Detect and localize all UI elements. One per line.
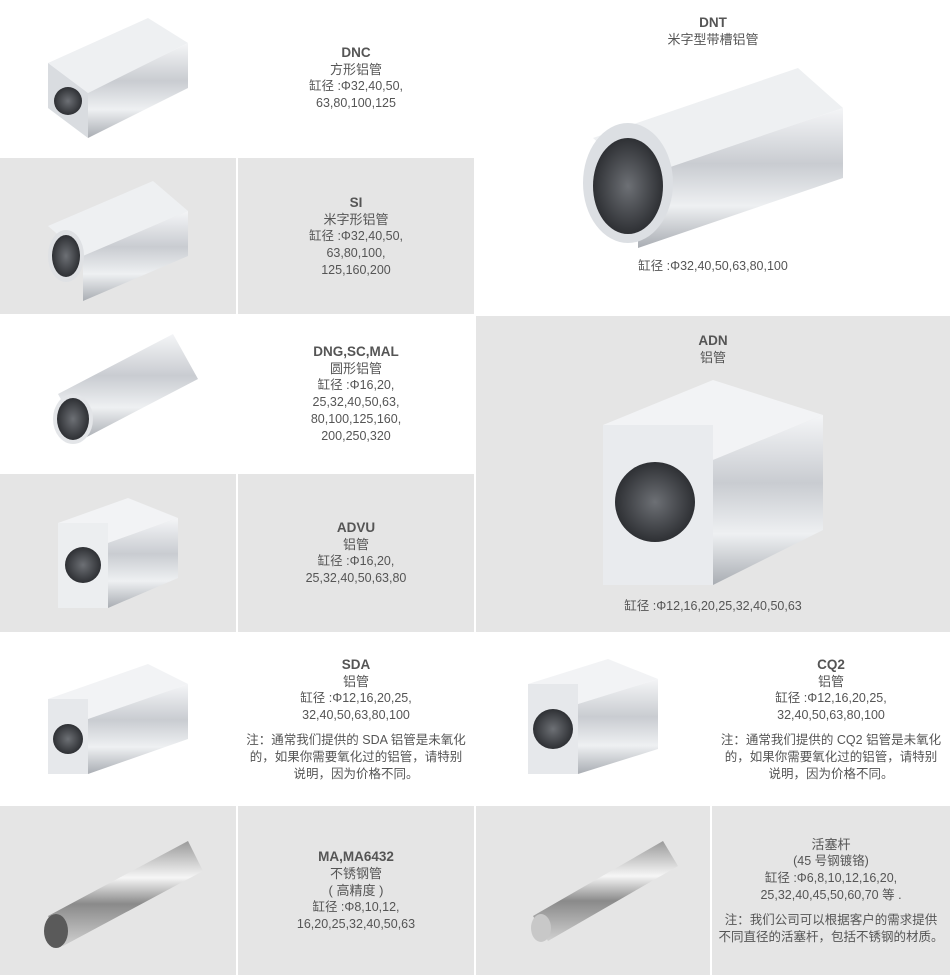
product-name: SDA bbox=[341, 656, 371, 672]
note-line: 的，如果你需要氧化过的铝管，请特别 bbox=[249, 749, 463, 764]
si-image bbox=[0, 158, 236, 314]
dnc-image bbox=[0, 0, 236, 156]
product-name: ADVU bbox=[336, 520, 376, 535]
note-line: 的，如果你需要氧化过的铝管，请特别 bbox=[724, 749, 938, 764]
bore-line: 缸径 :Φ32,40,50,63,80,100 bbox=[638, 259, 788, 273]
note-line: 说明，因为价格不同。 bbox=[293, 766, 419, 781]
product-name: SI bbox=[349, 194, 363, 210]
bore-line: 缸径 :Φ6,8,10,12,16,20, bbox=[764, 870, 898, 885]
note-line: 注：通常我们提供的 CQ2 铝管是未氧化 bbox=[720, 732, 942, 747]
sda-info: SDA 铝管 缸径 :Φ12,16,20,25, 32,40,50,63,80,… bbox=[238, 634, 474, 804]
bore-line: 32,40,50,63,80,100 bbox=[302, 707, 410, 722]
product-name: CQ2 bbox=[817, 656, 845, 672]
product-subtitle: (45 号钢镀铬) bbox=[793, 853, 869, 868]
bore-line: 缸径 :Φ16,20, bbox=[317, 554, 395, 568]
bore-line: 缸径 :Φ8,10,12, bbox=[312, 900, 400, 914]
cq2-image bbox=[476, 634, 710, 804]
rod-info: 活塞杆 (45 号钢镀铬) 缸径 :Φ6,8,10,12,16,20, 25,3… bbox=[712, 806, 950, 975]
adn-info: ADN 铝管 缸径 :Φ12,16,20,25,32,40,50,63 bbox=[476, 316, 950, 632]
bore-line: 25,32,40,45,50,60,70 等 . bbox=[760, 887, 902, 902]
note: 注：我们公司可以根据客户的需求提供 不同直径的活塞杆，包括不锈钢的材质。 bbox=[718, 912, 943, 946]
product-name: DNG,SC,MAL bbox=[313, 344, 399, 359]
product-type: 铝管 bbox=[342, 673, 369, 689]
bore-line: 缸径 :Φ16,20, bbox=[317, 378, 395, 392]
note-line: 说明，因为价格不同。 bbox=[768, 766, 894, 781]
bore-line: 125,160,200 bbox=[321, 262, 391, 277]
product-name: DNT bbox=[699, 15, 727, 30]
dnt-info: DNT 米字型带槽铝管 缸径 :Φ32,40,50,63,80,100 bbox=[476, 0, 950, 314]
product-type: 不锈钢管 bbox=[329, 866, 382, 881]
note: 注：通常我们提供的 SDA 铝管是未氧化 的，如果你需要氧化过的铝管，请特别 说… bbox=[246, 732, 465, 783]
product-type: 铝管 bbox=[342, 537, 369, 552]
sda-image bbox=[0, 634, 236, 804]
bore-line: 80,100,125,160, bbox=[310, 412, 402, 426]
bore-line: 63,80,100, bbox=[326, 245, 386, 260]
bore-line: 缸径 :Φ32,40,50, bbox=[308, 79, 404, 93]
bore-line: 32,40,50,63,80,100 bbox=[777, 707, 885, 722]
dng-image bbox=[0, 316, 236, 472]
rod-image bbox=[476, 806, 710, 975]
product-type: 铝管 bbox=[817, 673, 844, 689]
bore-line: 25,32,40,50,63,80 bbox=[305, 571, 407, 585]
bore-line: 缸径 :Φ12,16,20,25, bbox=[300, 690, 412, 705]
product-type: 米字形铝管 bbox=[323, 211, 389, 227]
dnt-image bbox=[583, 68, 843, 248]
product-type: 米字型带槽铝管 bbox=[667, 32, 759, 47]
adn-image bbox=[603, 380, 823, 585]
bore-line: 缸径 :Φ12,16,20,25,32,40,50,63 bbox=[624, 599, 802, 613]
product-name: MA,MA6432 bbox=[318, 849, 394, 864]
product-type: 方形铝管 bbox=[329, 62, 382, 77]
note-line: 不同直径的活塞杆，包括不锈钢的材质。 bbox=[718, 929, 944, 944]
note-line: 注：我们公司可以根据客户的需求提供 bbox=[724, 912, 938, 927]
bore-line: 63,80,100,125 bbox=[316, 96, 396, 110]
bore-line: 缸径 :Φ12,16,20,25, bbox=[775, 690, 887, 705]
bore-line: 200,250,320 bbox=[321, 429, 391, 443]
advu-image bbox=[0, 474, 236, 632]
dng-info: DNG,SC,MAL 圆形铝管 缸径 :Φ16,20, 25,32,40,50,… bbox=[238, 316, 474, 472]
cq2-info: CQ2 铝管 缸径 :Φ12,16,20,25, 32,40,50,63,80,… bbox=[712, 634, 950, 804]
dnc-info: DNC 方形铝管 缸径 :Φ32,40,50, 63,80,100,125 bbox=[238, 0, 474, 156]
product-name: DNC bbox=[341, 45, 371, 60]
product-subtitle: ( 高精度 ) bbox=[328, 883, 384, 898]
bore-line: 25,32,40,50,63, bbox=[312, 395, 400, 409]
bore-line: 16,20,25,32,40,50,63 bbox=[296, 917, 416, 931]
product-name: ADN bbox=[698, 333, 728, 348]
note: 注：通常我们提供的 CQ2 铝管是未氧化 的，如果你需要氧化过的铝管，请特别 说… bbox=[721, 732, 941, 783]
bore-line: 缸径 :Φ32,40,50, bbox=[308, 228, 404, 243]
advu-info: ADVU 铝管 缸径 :Φ16,20, 25,32,40,50,63,80 bbox=[238, 474, 474, 632]
note-line: 注：通常我们提供的 SDA 铝管是未氧化 bbox=[246, 732, 466, 747]
product-type: 铝管 bbox=[699, 350, 726, 365]
product-type: 圆形铝管 bbox=[329, 361, 382, 376]
ma-image bbox=[0, 806, 236, 975]
si-info: SI 米字形铝管 缸径 :Φ32,40,50, 63,80,100, 125,1… bbox=[238, 158, 474, 314]
product-type: 活塞杆 bbox=[811, 836, 851, 852]
ma-info: MA,MA6432 不锈钢管 ( 高精度 ) 缸径 :Φ8,10,12, 16,… bbox=[238, 806, 474, 975]
